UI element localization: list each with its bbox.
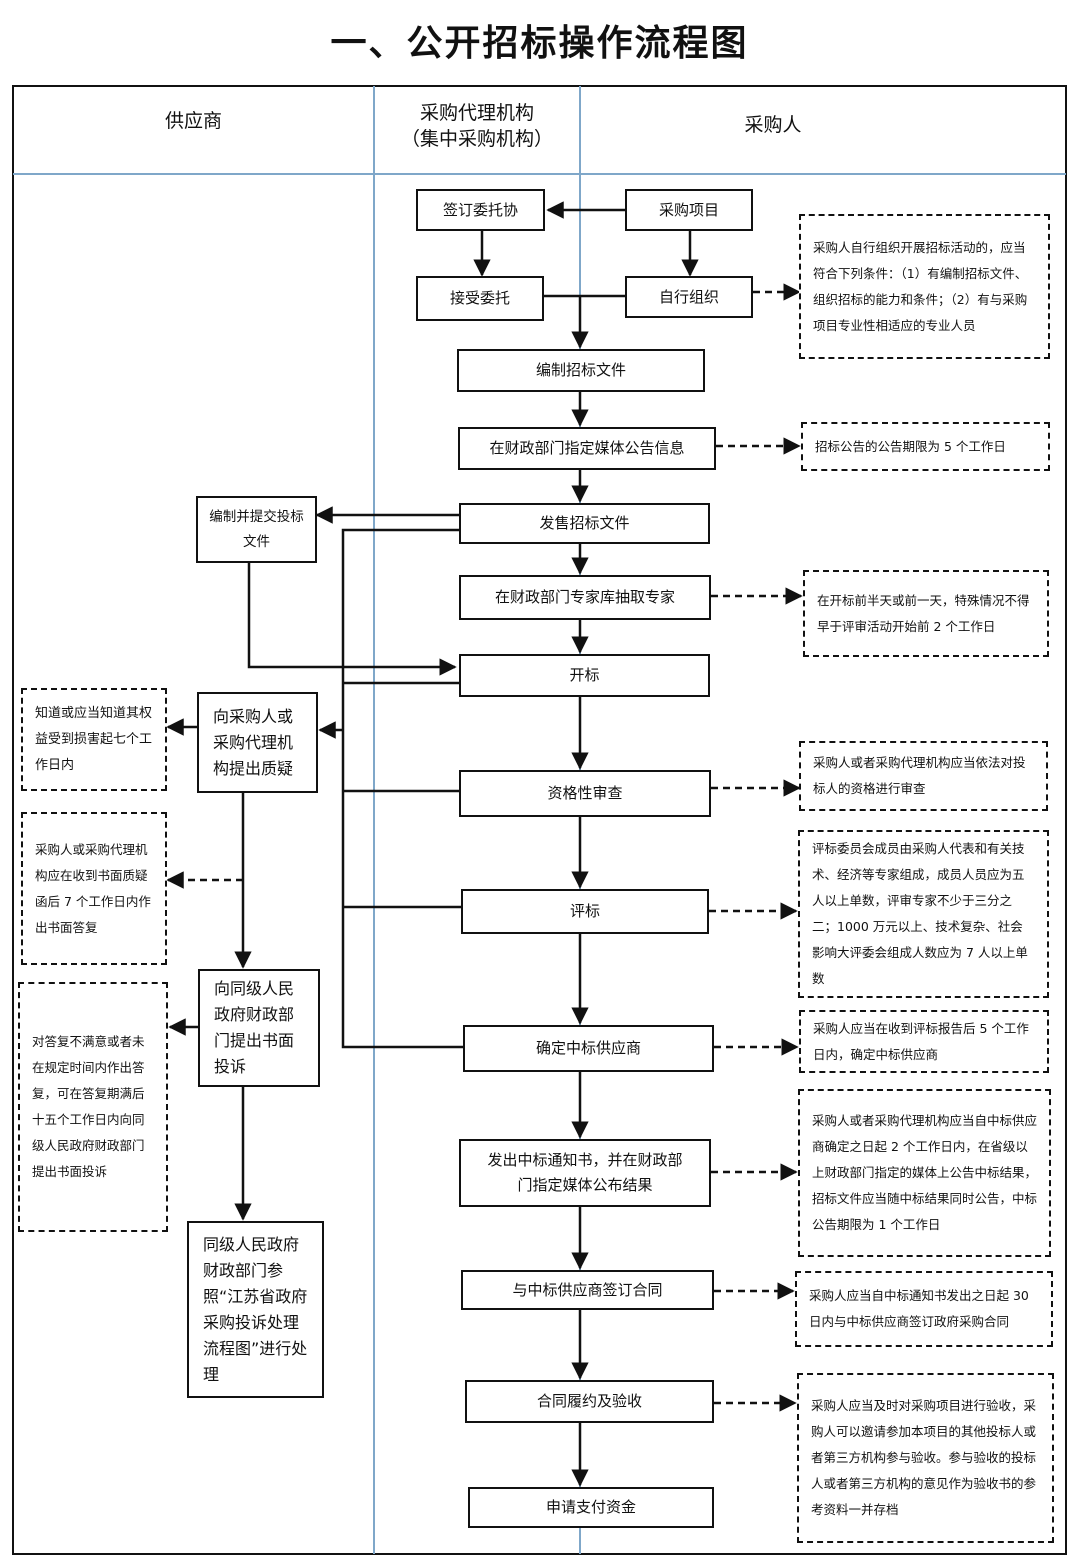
box-draw-experts: 在财政部门专家库抽取专家 [459, 575, 711, 620]
box-qualification-review: 资格性审查 [459, 770, 711, 817]
note-text: 招标公告的公告期限为 5 个工作日 [815, 438, 1006, 454]
box-text: 资格性审查 [547, 784, 623, 802]
box-self-organize: 自行组织 [625, 276, 753, 318]
note-text: 采购人或采购代理机构应在收到书面质疑函后 7 个工作日内作出书面答复 [35, 841, 151, 935]
lane-header-agency: 采购代理机构 （集中采购机构） [374, 100, 580, 152]
box-text: 编制并提交投标文件 [209, 508, 304, 550]
note-acceptance: 采购人应当及时对采购项目进行验收，采购人可以邀请参加本项目的其他投标人或者第三方… [797, 1373, 1054, 1543]
note-text: 采购人或者采购代理机构应当自中标供应商确定之日起 2 个工作日内，在省级以上财政… [812, 1113, 1038, 1232]
box-sign-contract: 与中标供应商签订合同 [461, 1270, 714, 1310]
box-text: 评标 [569, 902, 600, 920]
box-gov-process: 同级人民政府财政部门参照“江苏省政府采购投诉处理流程图”进行处理 [187, 1221, 324, 1398]
note-qualification: 采购人或者采购代理机构应当依法对投标人的资格进行审查 [799, 741, 1048, 811]
note-expert-timing: 在开标前半天或前一天，特殊情况不得早于评审活动开始前 2 个工作日 [803, 570, 1049, 657]
box-sign-agreement: 签订委托协 [416, 189, 545, 231]
box-text: 发出中标通知书，并在财政部门指定媒体公布结果 [487, 1151, 683, 1194]
box-text: 与中标供应商签订合同 [512, 1280, 663, 1299]
box-text: 同级人民政府财政部门参照“江苏省政府采购投诉处理流程图”进行处理 [203, 1234, 308, 1384]
box-text: 接受委托 [449, 289, 510, 307]
note-text: 采购人应当在收到评标报告后 5 个工作日内，确定中标供应商 [813, 1020, 1029, 1062]
box-purchase-project: 采购项目 [625, 189, 753, 231]
box-text: 编制招标文件 [535, 361, 626, 379]
box-notice: 发出中标通知书，并在财政部门指定媒体公布结果 [459, 1139, 711, 1207]
box-determine-winner: 确定中标供应商 [463, 1025, 714, 1072]
box-text: 向采购人或采购代理机构提出质疑 [213, 706, 294, 778]
box-text: 向同级人民政府财政部门提出书面投诉 [214, 979, 295, 1076]
lane-header-agency-line2: （集中采购机构） [400, 128, 553, 150]
box-text: 开标 [569, 666, 600, 684]
box-text: 合同履约及验收 [536, 1392, 642, 1410]
box-text: 申请支付资金 [545, 1498, 636, 1516]
note-contract: 采购人应当自中标通知书发出之日起 30 日内与中标供应商签订政府采购合同 [795, 1271, 1053, 1347]
box-text: 发售招标文件 [539, 514, 630, 532]
box-accept-entrust: 接受委托 [416, 276, 544, 321]
box-text: 在财政部门指定媒体公告信息 [489, 439, 685, 457]
box-text: 在财政部门专家库抽取专家 [494, 588, 675, 606]
box-complaint: 向同级人民政府财政部门提出书面投诉 [198, 969, 320, 1087]
note-text: 在开标前半天或前一天，特殊情况不得早于评审活动开始前 2 个工作日 [817, 592, 1030, 634]
box-prepare-bid: 编制并提交投标文件 [196, 496, 317, 563]
note-text: 知道或应当知道其权益受到损害起七个工作日内 [35, 705, 153, 773]
note-self-org-conditions: 采购人自行组织开展招标活动的，应当符合下列条件：（1）有编制招标文件、组织招标的… [799, 214, 1050, 359]
note-text: 对答复不满意或者未在规定时间内作出答复，可在答复期满后十五个工作日内向同级人民政… [32, 1034, 145, 1179]
note-text: 采购人自行组织开展招标活动的，应当符合下列条件：（1）有编制招标文件、组织招标的… [813, 239, 1028, 333]
note-committee: 评标委员会成员由采购人代表和有关技术、经济等专家组成，成员人员应为五人以上单数，… [798, 830, 1049, 998]
box-text: 采购项目 [658, 200, 719, 219]
box-evaluation: 评标 [461, 889, 709, 934]
box-text: 确定中标供应商 [535, 1039, 641, 1057]
note-text: 采购人应当及时对采购项目进行验收，采购人可以邀请参加本项目的其他投标人或者第三方… [811, 1398, 1037, 1517]
lane-header-purchaser: 采购人 [744, 114, 802, 136]
box-raise-query: 向采购人或采购代理机构提出质疑 [197, 692, 318, 793]
box-prepare-docs: 编制招标文件 [457, 349, 705, 392]
lane-header-agency-line1: 采购代理机构 [419, 102, 534, 124]
note-text: 采购人或者采购代理机构应当依法对投标人的资格进行审查 [813, 755, 1026, 796]
lane-header-supplier: 供应商 [164, 110, 222, 132]
box-payment: 申请支付资金 [468, 1487, 714, 1528]
note-reply-deadline: 采购人或采购代理机构应在收到书面质疑函后 7 个工作日内作出书面答复 [21, 812, 167, 965]
note-text: 采购人应当自中标通知书发出之日起 30 日内与中标供应商签订政府采购合同 [809, 1288, 1029, 1329]
note-complaint-deadline: 对答复不满意或者未在规定时间内作出答复，可在答复期满后十五个工作日内向同级人民政… [18, 982, 168, 1232]
box-bid-opening: 开标 [459, 654, 710, 697]
note-text: 评标委员会成员由采购人代表和有关技术、经济等专家组成，成员人员应为五人以上单数，… [812, 841, 1028, 986]
box-text: 自行组织 [658, 287, 719, 306]
box-acceptance: 合同履约及验收 [465, 1380, 714, 1423]
note-winner: 采购人应当在收到评标报告后 5 个工作日内，确定中标供应商 [799, 1010, 1049, 1073]
note-announcement-period: 招标公告的公告期限为 5 个工作日 [801, 422, 1050, 471]
note-query-deadline: 知道或应当知道其权益受到损害起七个工作日内 [21, 688, 167, 791]
box-sell-docs: 发售招标文件 [459, 503, 710, 544]
note-publish: 采购人或者采购代理机构应当自中标供应商确定之日起 2 个工作日内，在省级以上财政… [798, 1089, 1051, 1257]
page-title: 一、公开招标操作流程图 [330, 23, 749, 64]
box-text: 签订委托协 [442, 200, 518, 219]
box-publish-info: 在财政部门指定媒体公告信息 [458, 427, 716, 470]
